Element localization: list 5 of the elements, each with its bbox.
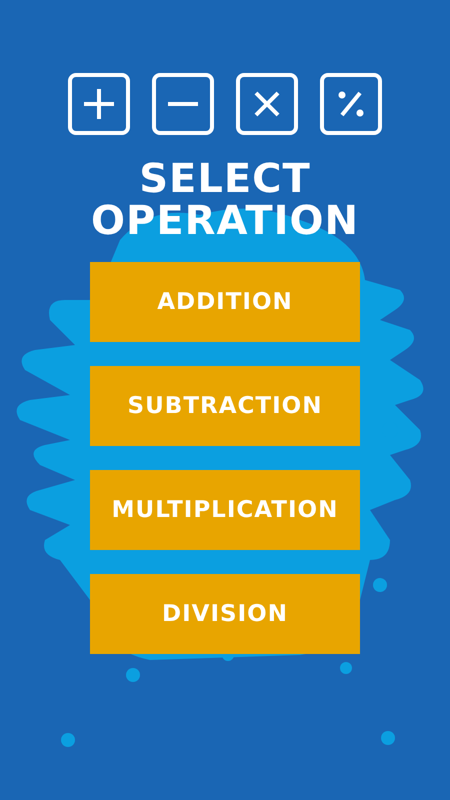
operation-button: ADDITION <box>90 262 360 342</box>
operation-button: DIVISION <box>90 574 360 654</box>
screen-title: SELECT OPERATION <box>90 158 360 242</box>
operation-button: MULTIPLICATION <box>90 470 360 550</box>
operation-button: SUBTRACTION <box>90 366 360 446</box>
